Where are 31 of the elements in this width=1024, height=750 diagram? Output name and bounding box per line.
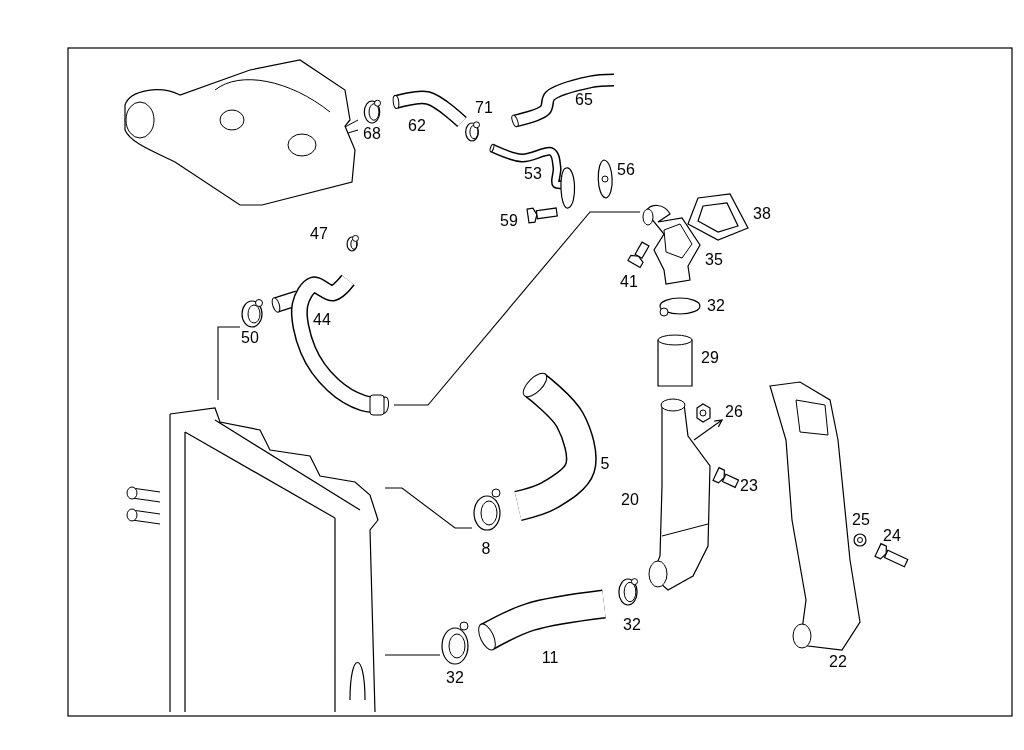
callout-number: 53: [524, 166, 542, 182]
callout-number: 20: [621, 492, 639, 508]
connection-line: [217, 326, 241, 401]
callout-number: 5: [600, 456, 610, 472]
callout-number: 50: [241, 330, 259, 346]
callout-number: 32: [707, 298, 725, 314]
callout-number: 26: [725, 403, 743, 420]
callout-number: 24: [883, 528, 901, 544]
connection-line: [393, 211, 641, 406]
callout-number: 62: [408, 118, 426, 134]
callout-number: 25: [852, 512, 870, 528]
callout-number: 41: [620, 274, 638, 290]
callout-number: 38: [753, 206, 771, 222]
connection-line: [384, 487, 473, 529]
callout-number: 32: [623, 617, 641, 633]
callout-number: 47: [310, 226, 328, 242]
callout-number: 22: [829, 654, 847, 670]
callout-number: 71: [475, 100, 493, 116]
callout-number: 65: [575, 92, 593, 108]
arrow: [693, 419, 723, 441]
callout-number: 68: [363, 126, 381, 142]
callout-number: 56: [617, 162, 635, 178]
callout-number: 8: [481, 541, 491, 557]
callout-number: 35: [705, 252, 723, 268]
callout-number: 23: [740, 478, 758, 494]
callout-number: 32: [446, 670, 464, 686]
callout-number: 44: [313, 312, 331, 328]
callout-number: 59: [500, 213, 518, 229]
callout-number: 29: [701, 350, 719, 366]
connection-line: [384, 654, 441, 656]
callout-number: 11: [541, 650, 559, 666]
